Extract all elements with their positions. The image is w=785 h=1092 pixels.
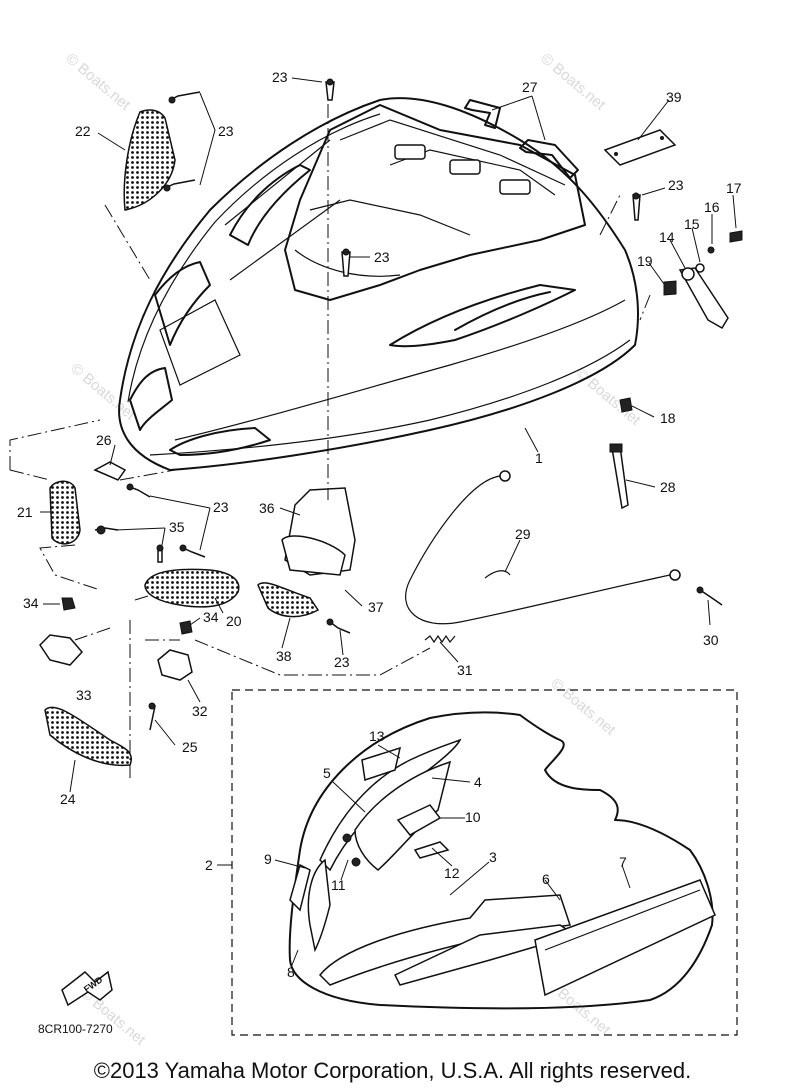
rivet-23-mid-left — [179, 544, 206, 558]
vent-21 — [49, 480, 81, 545]
strap-28 — [609, 443, 629, 510]
callout-30: 30 — [703, 632, 719, 648]
callout-24: 24 — [60, 791, 76, 807]
screw-35 — [94, 525, 164, 563]
rivet-23-right — [632, 192, 641, 221]
callout-31: 31 — [457, 662, 473, 678]
callout-23: 23 — [272, 69, 288, 85]
callout-12: 12 — [444, 865, 460, 881]
duct-36 — [281, 487, 356, 576]
mesh-vent-22 — [123, 91, 201, 211]
fwd-arrow-icon: FWD — [61, 970, 113, 1007]
handle-27 — [464, 99, 579, 179]
callout-28: 28 — [660, 479, 676, 495]
leader-lines — [40, 77, 737, 793]
watermark: © Boats.net — [67, 360, 139, 424]
bracket-33 — [39, 634, 84, 666]
mesh-panel-38 — [257, 582, 320, 618]
watermark: © Boats.net — [77, 985, 149, 1049]
callout-38: 38 — [276, 648, 292, 664]
watermark: © Boats.net — [62, 50, 134, 114]
callout-37: 37 — [368, 599, 384, 615]
decal-kit-hood — [288, 711, 716, 1010]
bracket-32 — [157, 649, 193, 681]
decal-kit-box — [231, 689, 738, 1036]
callout-22: 22 — [75, 123, 91, 139]
nut-34 — [61, 597, 193, 635]
callout-25: 25 — [182, 739, 198, 755]
callout-36: 36 — [259, 500, 275, 516]
callout-10: 10 — [465, 809, 481, 825]
callout-14: 14 — [659, 229, 675, 245]
decal-leaders — [217, 744, 631, 966]
callout-11: 11 — [331, 877, 346, 893]
callout-16: 16 — [704, 199, 720, 215]
callout-23: 23 — [213, 499, 229, 515]
rivet-23-left — [126, 483, 151, 498]
callout-29: 29 — [515, 526, 531, 542]
rivet-25 — [148, 702, 156, 731]
callout-labels: 23 23 22 27 39 23 17 16 15 14 19 23 18 1… — [17, 69, 742, 980]
callout-27: 27 — [522, 79, 538, 95]
callout-3: 3 — [489, 849, 497, 865]
callout-7: 7 — [619, 854, 627, 870]
callout-13: 13 — [369, 728, 385, 744]
callout-33: 33 — [76, 687, 92, 703]
callout-34: 34 — [203, 609, 219, 625]
watermark: © Boats.net — [572, 365, 644, 429]
engine-hood-assembly — [118, 97, 639, 471]
callout-19: 19 — [637, 253, 653, 269]
callout-5: 5 — [323, 765, 331, 781]
spring-31 — [424, 634, 456, 644]
callout-32: 32 — [192, 703, 208, 719]
callout-4: 4 — [474, 774, 482, 790]
assembly-lines — [9, 104, 651, 780]
callout-20: 20 — [226, 613, 242, 629]
wire-29 — [405, 470, 681, 625]
callout-1: 1 — [535, 450, 543, 466]
callout-21: 21 — [17, 504, 33, 520]
callout-2: 2 — [205, 857, 213, 873]
callout-26: 26 — [96, 432, 112, 448]
clip-26 — [93, 461, 127, 481]
rivet-23-lower — [326, 618, 351, 634]
hood-edge-line — [224, 139, 331, 226]
copyright-notice: ©2013 Yamaha Motor Corporation, U.S.A. A… — [93, 1058, 692, 1083]
callout-23: 23 — [668, 177, 684, 193]
latch-parts — [619, 230, 743, 413]
callout-18: 18 — [660, 410, 676, 426]
callout-6: 6 — [542, 871, 550, 887]
watermark: © Boats.net — [547, 675, 619, 739]
plate-39 — [603, 129, 677, 166]
callout-35: 35 — [169, 519, 185, 535]
callout-23: 23 — [218, 123, 234, 139]
bracket-20 — [144, 568, 240, 608]
rivet-30 — [696, 586, 723, 606]
callout-9: 9 — [264, 851, 272, 867]
callout-15: 15 — [684, 216, 700, 232]
callout-34: 34 — [23, 595, 39, 611]
callout-39: 39 — [666, 89, 682, 105]
rivet-23-top — [325, 78, 335, 101]
callout-8: 8 — [287, 964, 295, 980]
watermark: © Boats.net — [537, 50, 609, 114]
hood-edge-line — [229, 199, 341, 281]
vent-24 — [44, 706, 132, 767]
callout-17: 17 — [726, 180, 742, 196]
diagram-code: 8CR100-7270 — [38, 1022, 113, 1036]
rivet-23-middle — [341, 248, 351, 277]
callout-23: 23 — [334, 654, 350, 670]
callout-23: 23 — [374, 249, 390, 265]
